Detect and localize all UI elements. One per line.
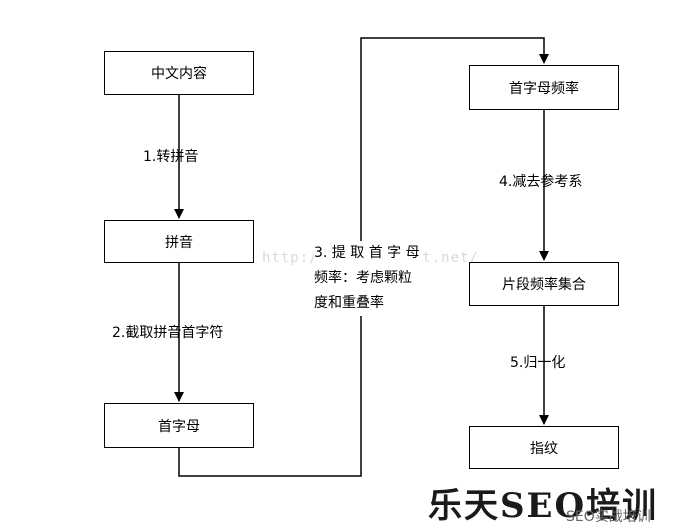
edge-label-extract-frequency-line1: 3. 提 取 首 字 母 (314, 245, 420, 261)
edge-label-extract-frequency: 3. 提 取 首 字 母 频率：考虑颗粒 度和重叠率 (314, 241, 420, 316)
brand-sub-text: SEO实战培训 (566, 509, 651, 525)
node-initials: 首字母 (104, 403, 254, 448)
node-chinese-content: 中文内容 (104, 51, 254, 95)
edge-label-extract-initials: 2.截取拼音首字符 (112, 325, 224, 341)
node-fingerprint: 指纹 (469, 426, 619, 469)
edge-label-to-pinyin: 1.转拼音 (143, 149, 199, 165)
brand-logo-text: 乐天SEO培训 (428, 486, 659, 526)
node-fragment-frequency-set: 片段频率集合 (469, 262, 619, 306)
node-pinyin: 拼音 (104, 220, 254, 263)
edge-label-extract-frequency-line3: 度和重叠率 (314, 295, 384, 311)
edge-label-subtract-reference: 4.减去参考系 (499, 174, 583, 190)
edge-label-extract-frequency-line2: 频率：考虑颗粒 (314, 270, 412, 286)
node-initial-frequency: 首字母频率 (469, 65, 619, 110)
edge-label-normalize: 5.归一化 (510, 355, 566, 371)
